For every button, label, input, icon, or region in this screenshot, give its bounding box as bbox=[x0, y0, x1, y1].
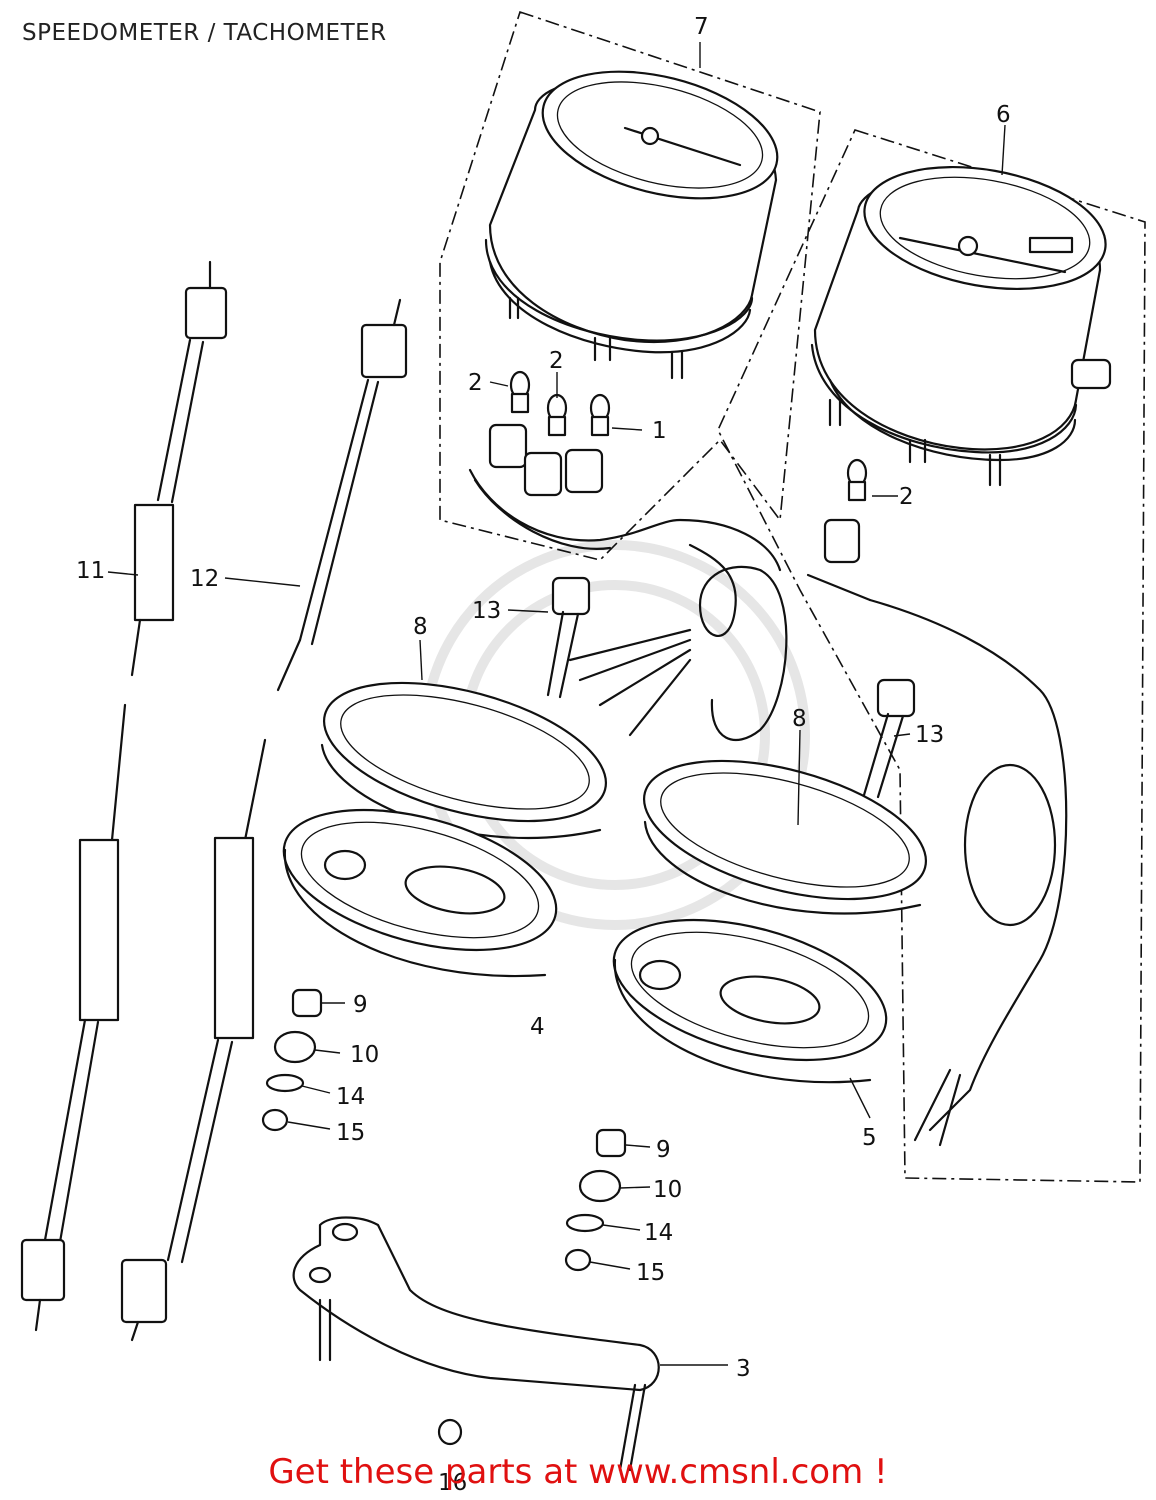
nut-16 bbox=[437, 1418, 463, 1446]
callout-5: 5 bbox=[862, 1125, 877, 1151]
speedometer-unit bbox=[484, 70, 779, 380]
hardware-stack-left bbox=[261, 988, 323, 1132]
page-title: SPEEDOMETER / TACHOMETER bbox=[22, 20, 387, 46]
bolt-13-left bbox=[546, 576, 591, 699]
callout-9-left: 9 bbox=[353, 992, 368, 1018]
hardware-stack-right bbox=[564, 1128, 627, 1272]
speedometer-cable-upper bbox=[130, 260, 228, 677]
callout-6: 6 bbox=[996, 102, 1011, 128]
callout-15-right: 15 bbox=[636, 1260, 665, 1286]
callout-14-right: 14 bbox=[644, 1220, 673, 1246]
callout-11: 11 bbox=[76, 558, 105, 584]
callout-9-right: 9 bbox=[656, 1137, 671, 1163]
wiring-harness bbox=[568, 543, 1068, 1147]
speedometer-cable-lower bbox=[20, 703, 127, 1332]
callout-12: 12 bbox=[190, 566, 219, 592]
callout-1: 1 bbox=[652, 418, 667, 444]
case-4 bbox=[282, 808, 558, 978]
callout-13-right: 13 bbox=[915, 722, 944, 748]
callout-10-left: 10 bbox=[350, 1042, 379, 1068]
leader-lines bbox=[107, 42, 1006, 1366]
tachometer-cable-upper bbox=[276, 298, 408, 692]
callout-13-left: 13 bbox=[472, 598, 501, 624]
callout-10-right: 10 bbox=[653, 1177, 682, 1203]
callout-14-left: 14 bbox=[336, 1084, 365, 1110]
case-5 bbox=[612, 918, 888, 1084]
bulb-socket-group-left bbox=[468, 370, 782, 572]
callout-2-right: 2 bbox=[899, 484, 914, 510]
callout-4: 4 bbox=[530, 1014, 545, 1040]
bolt-13-right bbox=[862, 678, 916, 799]
callout-2-mid: 2 bbox=[549, 348, 564, 374]
callout-7: 7 bbox=[694, 14, 709, 40]
parts-link-banner[interactable]: Get these parts at www.cmsnl.com ! bbox=[268, 1452, 888, 1492]
mounting-bracket bbox=[292, 1216, 660, 1472]
callout-8-left: 8 bbox=[413, 614, 428, 640]
callout-8-right: 8 bbox=[792, 706, 807, 732]
ring-8-right bbox=[642, 759, 928, 915]
callout-15-left: 15 bbox=[336, 1120, 365, 1146]
callout-16: 16 bbox=[438, 1470, 467, 1496]
assembly-boundary-6 bbox=[717, 129, 1146, 1183]
callout-3: 3 bbox=[736, 1356, 751, 1382]
assembly-boundary-7 bbox=[439, 10, 821, 561]
tachometer-cable-lower bbox=[120, 738, 267, 1342]
tachometer-unit bbox=[810, 165, 1112, 487]
callout-2-left: 2 bbox=[468, 370, 483, 396]
bulb-socket-right bbox=[806, 458, 872, 602]
